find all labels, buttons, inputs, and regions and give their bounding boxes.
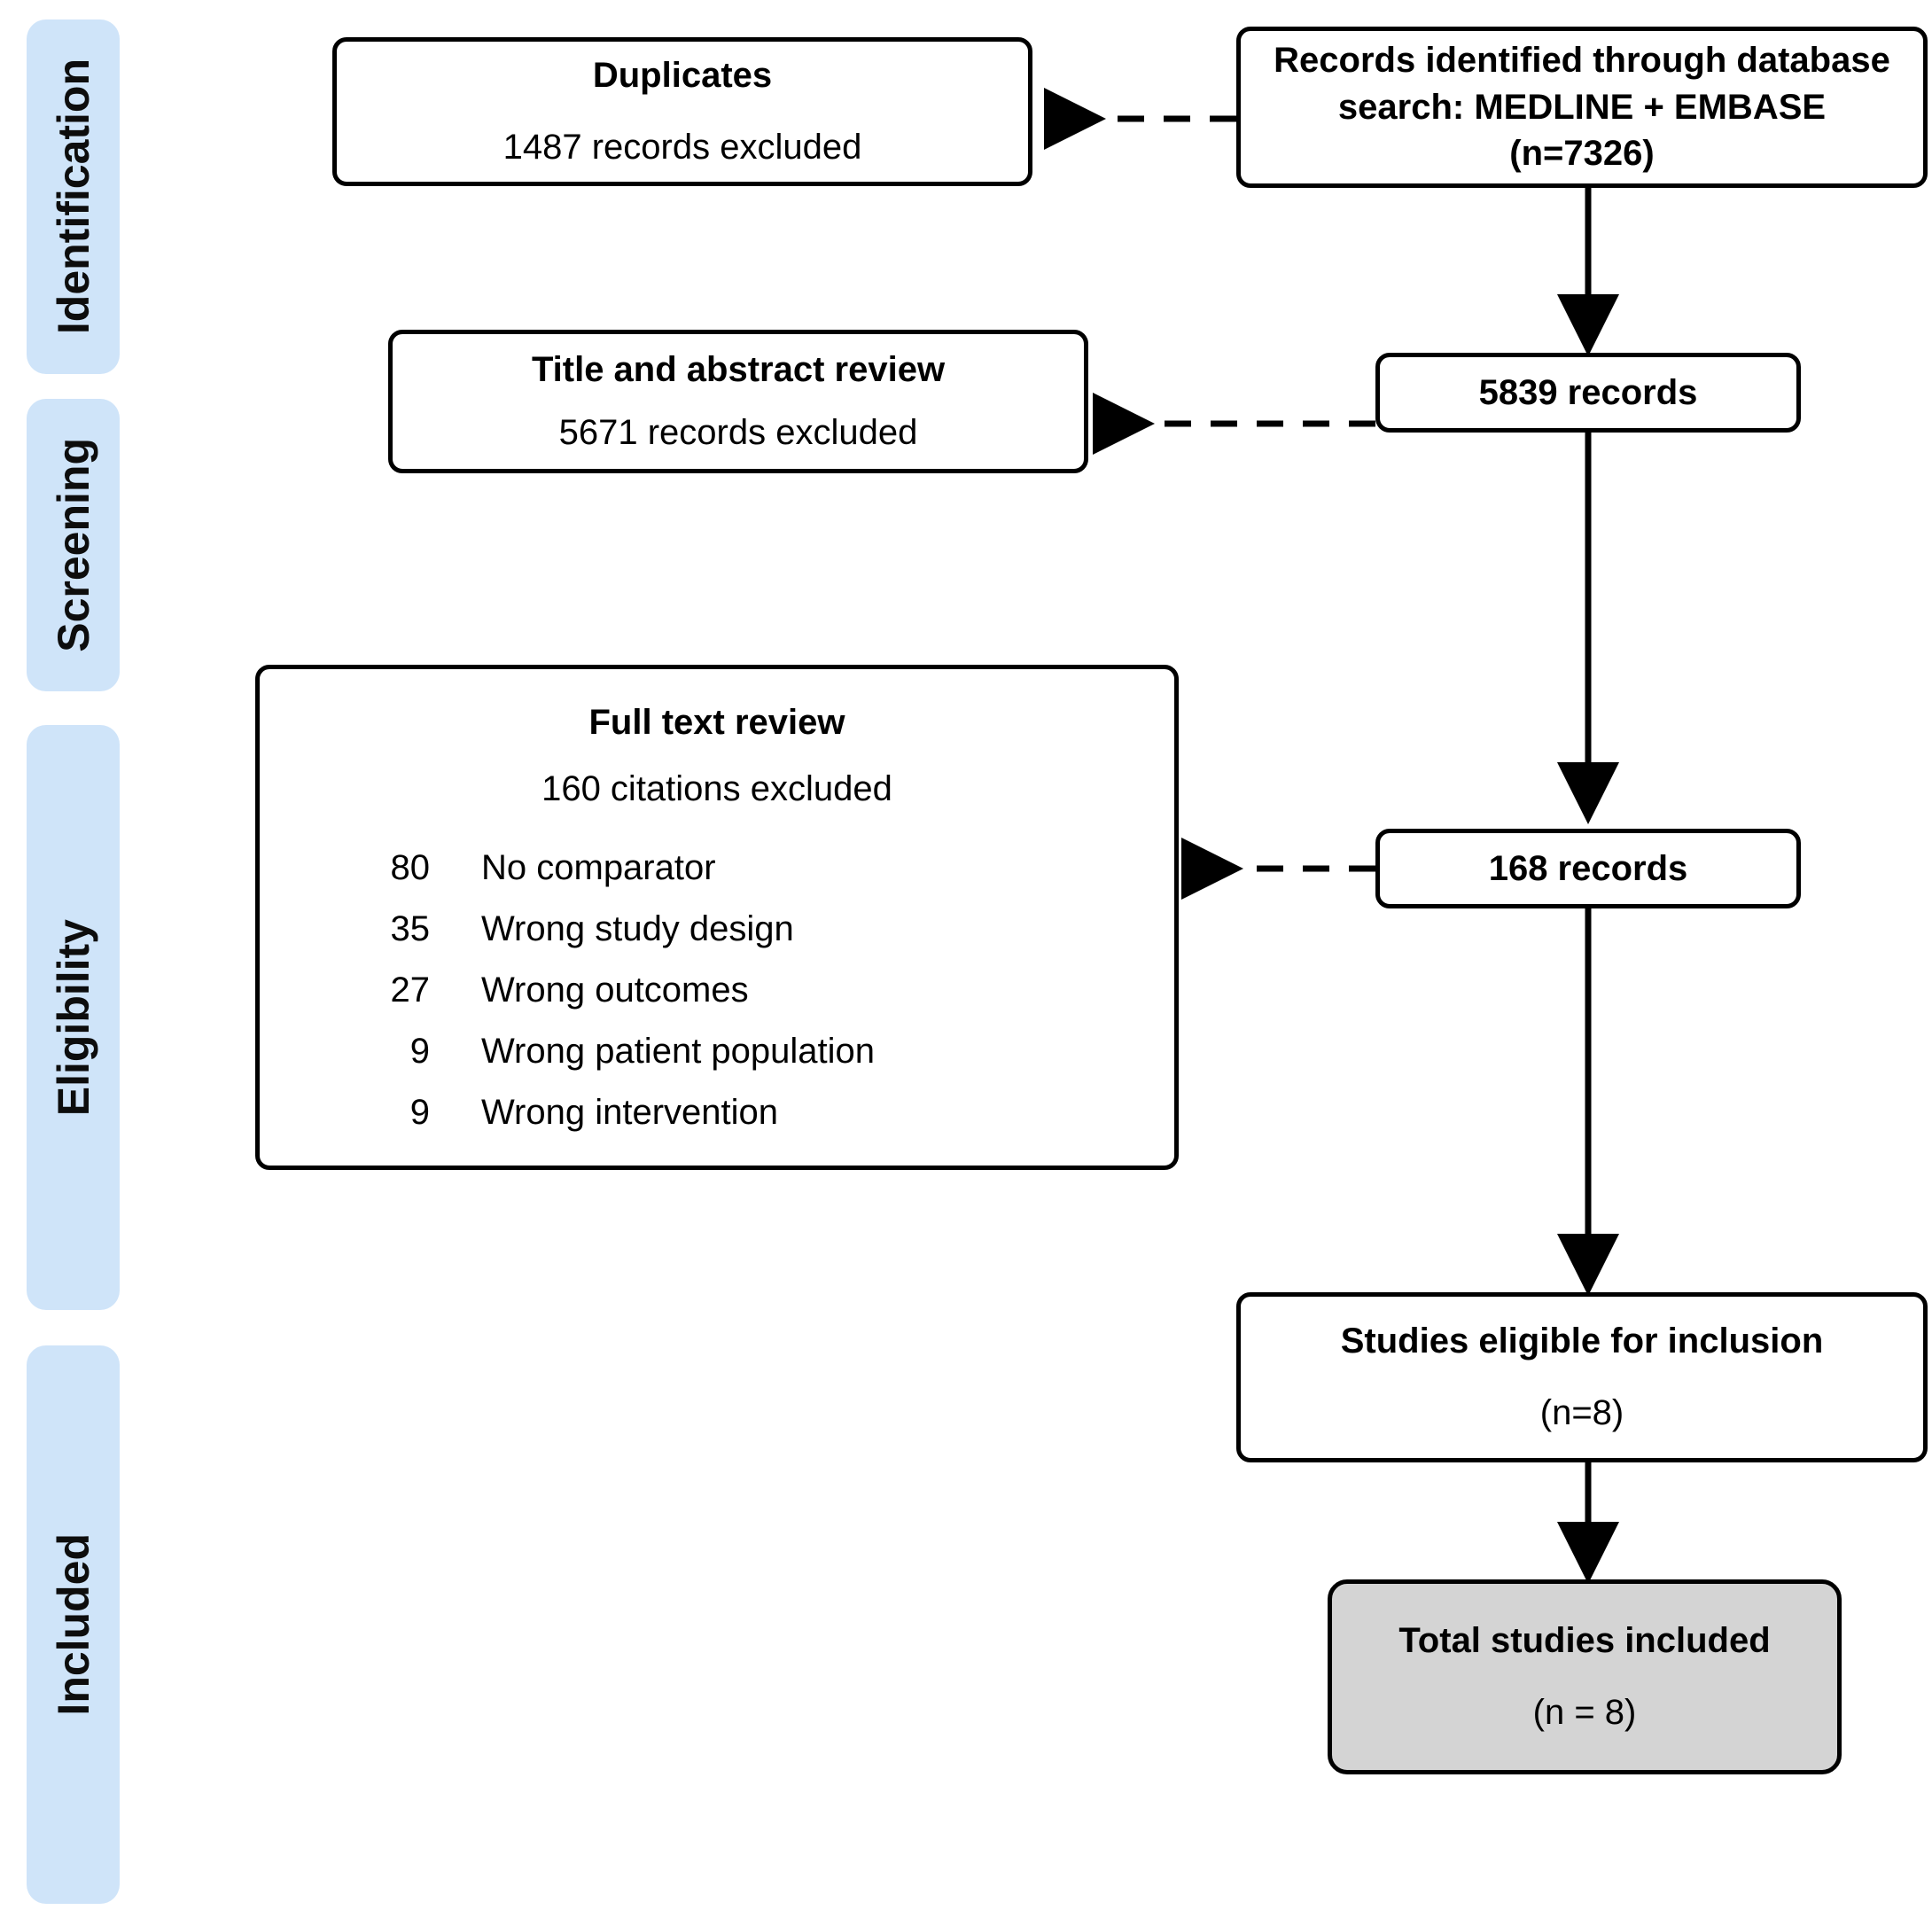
duplicates-excluded-count: 1487 records excluded	[502, 128, 862, 167]
reason-label: No comparator	[481, 847, 716, 887]
total-studies-included-count: (n = 8)	[1532, 1693, 1637, 1732]
reason-count: 27	[390, 970, 431, 1010]
stage-tab-screening: Screening	[27, 399, 120, 691]
exclusion-reason-list: 80 No comparator 35 Wrong study design 2…	[286, 848, 1148, 1133]
box-records-after-duplicates: 5839 records	[1375, 353, 1801, 433]
list-item: 35 Wrong study design	[348, 909, 1148, 949]
list-item: 9 Wrong patient population	[348, 1032, 1148, 1072]
full-text-review-title: Full text review	[588, 703, 845, 742]
box-full-text-review: Full text review 160 citations excluded …	[255, 665, 1179, 1170]
records-after-duplicates-count: 5839 records	[1478, 372, 1698, 412]
box-records-after-screening: 168 records	[1375, 829, 1801, 908]
title-abstract-review-title: Title and abstract review	[531, 350, 946, 390]
total-studies-included-title: Total studies included	[1398, 1621, 1771, 1661]
reason-count: 9	[409, 1092, 430, 1132]
stage-tab-eligibility: Eligibility	[27, 725, 120, 1310]
records-after-screening-count: 168 records	[1488, 848, 1688, 888]
box-duplicates: Duplicates 1487 records excluded	[332, 37, 1032, 186]
list-item: 27 Wrong outcomes	[348, 971, 1148, 1010]
studies-eligible-count: (n=8)	[1539, 1393, 1624, 1432]
reason-label: Wrong outcomes	[481, 970, 749, 1010]
reason-count: 35	[390, 908, 431, 948]
stage-tab-included: Included	[27, 1345, 120, 1904]
list-item: 80 No comparator	[348, 848, 1148, 888]
records-identified-line3: (n=7326)	[1509, 134, 1655, 174]
stage-tab-identification: Identification	[27, 19, 120, 374]
reason-label: Wrong intervention	[481, 1092, 778, 1132]
title-abstract-excluded-count: 5671 records excluded	[558, 413, 918, 452]
records-identified-line2: search: MEDLINE + EMBASE	[1337, 87, 1827, 127]
reason-count: 80	[390, 847, 431, 887]
box-total-studies-included: Total studies included (n = 8)	[1328, 1579, 1842, 1774]
list-item: 9 Wrong intervention	[348, 1093, 1148, 1133]
records-identified-line1: Records identified through database	[1274, 40, 1890, 80]
reason-label: Wrong patient population	[481, 1031, 876, 1071]
full-text-excluded-count: 160 citations excluded	[541, 768, 892, 808]
box-records-identified: Records identified through database sear…	[1236, 27, 1928, 188]
box-studies-eligible: Studies eligible for inclusion (n=8)	[1236, 1292, 1928, 1462]
box-title-abstract-review: Title and abstract review 5671 records e…	[388, 330, 1088, 473]
full-text-review-header: Full text review 160 citations excluded	[286, 699, 1148, 813]
reason-label: Wrong study design	[481, 908, 794, 948]
duplicates-title: Duplicates	[592, 56, 773, 96]
studies-eligible-title: Studies eligible for inclusion	[1340, 1322, 1824, 1361]
reason-count: 9	[409, 1031, 430, 1071]
